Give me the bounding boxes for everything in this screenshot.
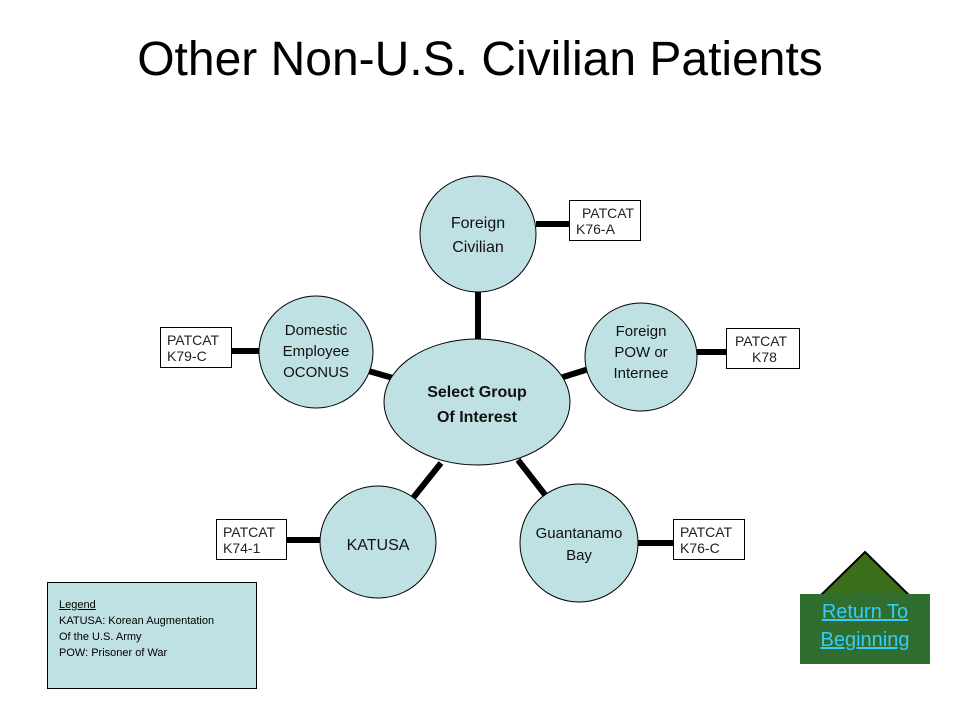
hub-label: Of Interest <box>437 409 518 426</box>
legend-line: KATUSA: Korean Augmentation <box>59 615 215 627</box>
legend-line: Of the U.S. Army <box>59 631 142 643</box>
node-label: Domestic <box>285 322 348 339</box>
node-guantanamo-bay[interactable]: Guantanamo Bay <box>519 483 639 603</box>
node-label: OCONUS <box>283 364 349 381</box>
patcat-label: PATCAT <box>680 524 733 540</box>
patcat-label: PATCAT <box>582 205 635 221</box>
patcat-box-k76a[interactable]: PATCAT K76-A <box>569 200 641 241</box>
patcat-box-k74-1[interactable]: PATCAT K74-1 <box>216 519 287 560</box>
hub-label: Select Group <box>427 384 527 401</box>
node-domestic-employee[interactable]: Domestic Employee OCONUS <box>258 295 374 409</box>
patcat-label: PATCAT <box>167 332 220 348</box>
node-label: POW or <box>614 344 667 361</box>
node-label: Civilian <box>452 239 504 256</box>
node-label: Internee <box>613 365 668 382</box>
page-title: Other Non-U.S. Civilian Patients <box>137 33 823 86</box>
legend-box: Legend KATUSA: Korean Augmentation Of th… <box>47 582 257 689</box>
node-foreign-civilian[interactable]: Foreign Civilian <box>419 175 537 293</box>
patcat-code: K78 <box>752 349 777 365</box>
patcat-box-k78[interactable]: PATCAT K78 <box>726 328 800 369</box>
center-hub[interactable]: Select Group Of Interest <box>383 338 571 466</box>
node-label: Bay <box>566 547 592 564</box>
patcat-label: PATCAT <box>223 524 276 540</box>
return-link-line: Return To <box>821 601 909 623</box>
patcat-code: K76-A <box>576 221 615 237</box>
legend-line: POW: Prisoner of War <box>59 647 168 659</box>
connector-line <box>410 461 444 500</box>
legend-title: Legend <box>59 599 96 611</box>
node-foreign-pow[interactable]: Foreign POW or Internee <box>584 302 698 412</box>
patcat-code: K74-1 <box>223 540 261 556</box>
node-label: Foreign <box>616 323 667 340</box>
return-link-line: Beginning <box>820 629 910 651</box>
return-to-beginning-link[interactable]: Return To Beginning <box>800 598 930 654</box>
patcat-box-k76c[interactable]: PATCAT K76-C <box>673 519 745 560</box>
node-label: Employee <box>283 343 350 360</box>
node-label: Guantanamo <box>536 525 623 542</box>
patcat-code: K76-C <box>680 540 720 556</box>
patcat-label: PATCAT <box>735 333 788 349</box>
return-to-beginning-button[interactable] <box>800 594 930 664</box>
node-label: KATUSA <box>347 537 410 554</box>
patcat-code: K79-C <box>167 348 207 364</box>
patcat-box-k79c[interactable]: PATCAT K79-C <box>160 327 232 368</box>
connector-line <box>515 458 549 498</box>
up-arrow-icon[interactable] <box>814 550 916 598</box>
node-katusa[interactable]: KATUSA <box>319 485 437 599</box>
node-label: Foreign <box>451 215 505 232</box>
